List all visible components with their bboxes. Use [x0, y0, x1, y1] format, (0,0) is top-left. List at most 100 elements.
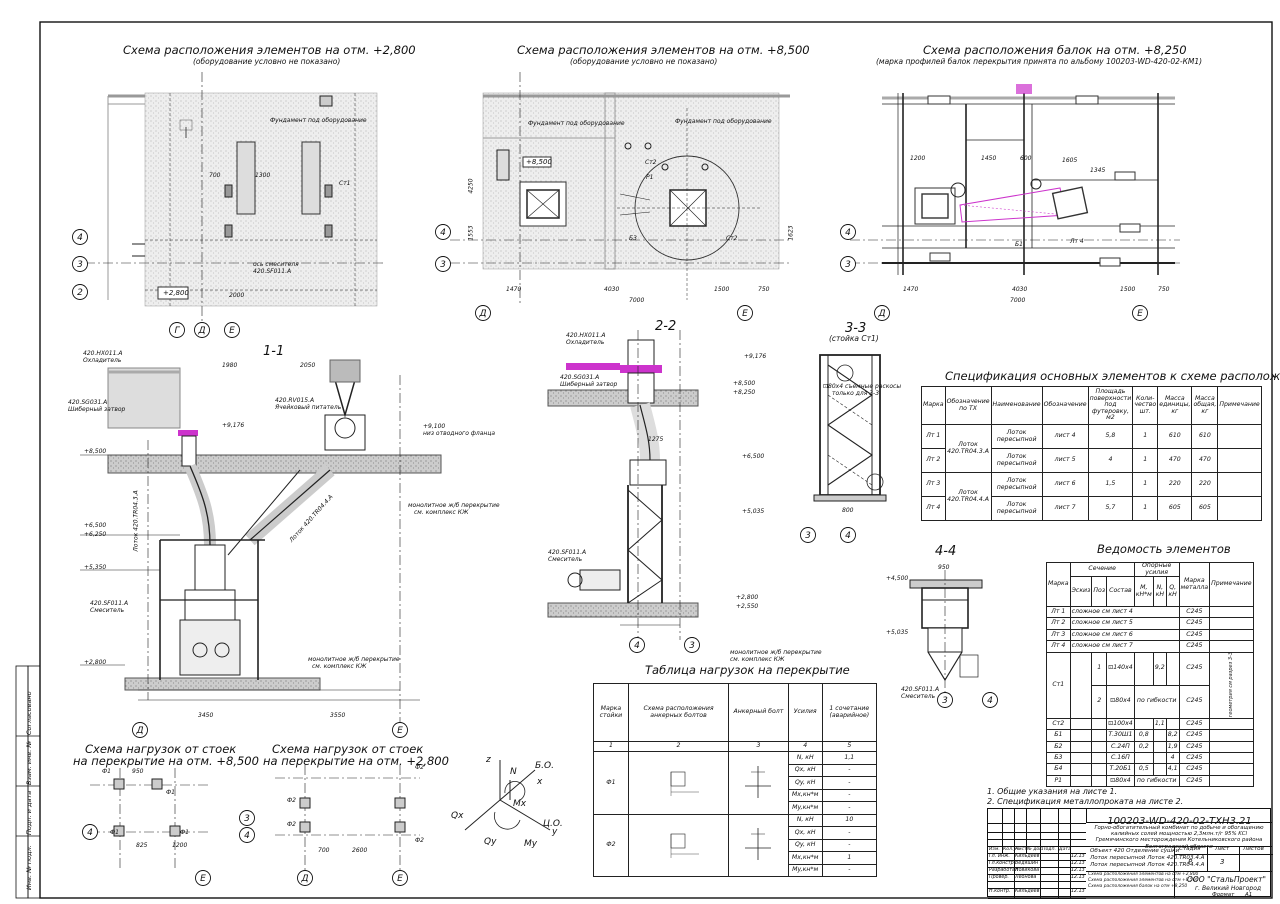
axis-bubble: [194, 322, 210, 338]
spec-cell: 610: [1191, 424, 1219, 449]
ved-subheader-cell: М, кН*м: [1133, 576, 1154, 607]
axis-bubble-label: Д: [877, 309, 885, 319]
plan-2800-title: Схема расположения элементов на отм. +2,…: [123, 43, 416, 57]
el-5350: +5,350: [84, 564, 107, 571]
ved-cell: 1,9: [1165, 740, 1180, 753]
lp2-d2600: 2600: [352, 847, 368, 854]
s1-feeder-name: Ячейковый питатель: [275, 404, 342, 411]
format-label: Формат: [1212, 892, 1235, 898]
stamp-person: Разработал: [989, 867, 1019, 873]
ved-h-forces: Опорные усилия: [1133, 562, 1180, 577]
stamp-person: Новикова: [1015, 867, 1040, 873]
spec-cell: [1217, 496, 1262, 521]
stamp-code: 100203-WD-420-02-ТХН3.21: [1107, 816, 1252, 827]
stamp-stage: Р: [1188, 858, 1193, 866]
axis-bubble: [224, 322, 240, 338]
s1-gate-name: Шиберный затвор: [68, 406, 126, 413]
compass-my: My: [524, 839, 538, 849]
s1-cooler-name: Охладитель: [83, 357, 122, 364]
ved-cell: [1133, 717, 1154, 731]
ved-cell: 4: [1165, 751, 1180, 765]
ved-cell: Б1: [1046, 729, 1071, 742]
ved-cell: 8,2: [1165, 729, 1180, 742]
title-block: 100203-WD-420-02-ТХН3.21 Горно-обогатите…: [987, 808, 1273, 899]
ved-cell: [1133, 651, 1154, 686]
load-plan-8500-title-b: на перекрытие на отм. +8,500: [73, 754, 259, 768]
stamp-sheet: 3: [1220, 858, 1225, 866]
load-plan-2800: [275, 765, 420, 870]
loads-value: -: [821, 801, 878, 815]
spec-header-cell: Марка: [921, 386, 946, 425]
stamp-person: Гл. инж.: [989, 853, 1010, 859]
s2-mixer-name: Смеситель: [548, 556, 583, 563]
axis-bubble: [72, 256, 88, 272]
dim-1300: 1300: [255, 172, 271, 179]
dim-2000: 2000: [229, 292, 245, 299]
spec-cell: Лт 3: [921, 472, 946, 497]
loads-force: Qy, кН: [787, 838, 823, 852]
axis-bubble: [239, 810, 255, 826]
section-1-1: [80, 359, 442, 735]
loads-force: Mx,кн*м: [787, 788, 823, 802]
stamp-sheet-h: Лист: [1215, 846, 1230, 852]
ved-cell: 0,5: [1133, 763, 1154, 776]
section-3-3-note: (стойка Ст1): [829, 334, 879, 343]
axis-bubble-label: Е: [229, 326, 235, 336]
loads-value: 10: [821, 813, 878, 827]
dim-1345: 1345: [1090, 167, 1106, 174]
dim-1553: 1553: [467, 225, 475, 241]
s1-slab-label-b: см. комплекс КЖ: [414, 509, 469, 516]
loads-force: Mx,кн*м: [787, 851, 823, 865]
s3-note: ⊡80x4 съемные раскосы: [823, 383, 902, 390]
ved-cell: С245: [1178, 740, 1211, 753]
ved-cell: ⊡100x4: [1106, 717, 1135, 731]
ved-cell: [1133, 751, 1154, 765]
spec-cell: Лт 2: [921, 448, 946, 473]
s4-dim-950: 950: [938, 564, 950, 571]
ved-cell: сложное см лист 7: [1069, 640, 1180, 653]
s2-cooler-code: 420.HX011.A: [566, 332, 606, 339]
el-2800: +2,800: [84, 659, 107, 666]
ved-h-note: Примечание: [1209, 562, 1254, 607]
compass-y: y: [552, 827, 558, 837]
spec-cell: 605: [1157, 496, 1193, 521]
ved-subheader-cell: N, кН: [1152, 576, 1167, 607]
anchor-bolt-icon: [745, 828, 772, 860]
axis-bubble: [874, 305, 890, 321]
dim-600: 600: [1020, 155, 1032, 162]
stamp-role: № док.: [1027, 846, 1044, 852]
ved-cell: [1091, 717, 1108, 731]
axis-bubble: [435, 224, 451, 240]
ved-cell: [1091, 740, 1108, 753]
ved-cell: Лт 3: [1046, 628, 1071, 642]
spec-header-cell: Коли-чество шт.: [1132, 386, 1159, 425]
el-9176: +9,176: [222, 422, 245, 429]
s1-mixer-name: Смеситель: [90, 607, 125, 614]
axis-bubble-label: 4: [440, 228, 446, 238]
s3-dim-800: 800: [842, 507, 854, 514]
el-9100: +9,100: [423, 423, 446, 430]
compass-n: N: [510, 767, 517, 777]
el-6500: +6,500: [84, 522, 107, 529]
ved-cell: [1069, 774, 1093, 788]
loads-header-cell: Марка стойки: [593, 683, 629, 742]
axis-bubble-label: 3: [244, 814, 250, 824]
mark-2800: +2,800: [163, 289, 189, 297]
loads-force: Qy, кН: [787, 776, 823, 790]
ved-cell: [1209, 605, 1254, 619]
dim-3550: 3550: [330, 712, 346, 719]
s2-gate-code: 420.SG031.A: [560, 374, 600, 381]
spec-cell: Лоток пересыпной: [990, 448, 1043, 473]
axis-bubble: [239, 827, 255, 843]
